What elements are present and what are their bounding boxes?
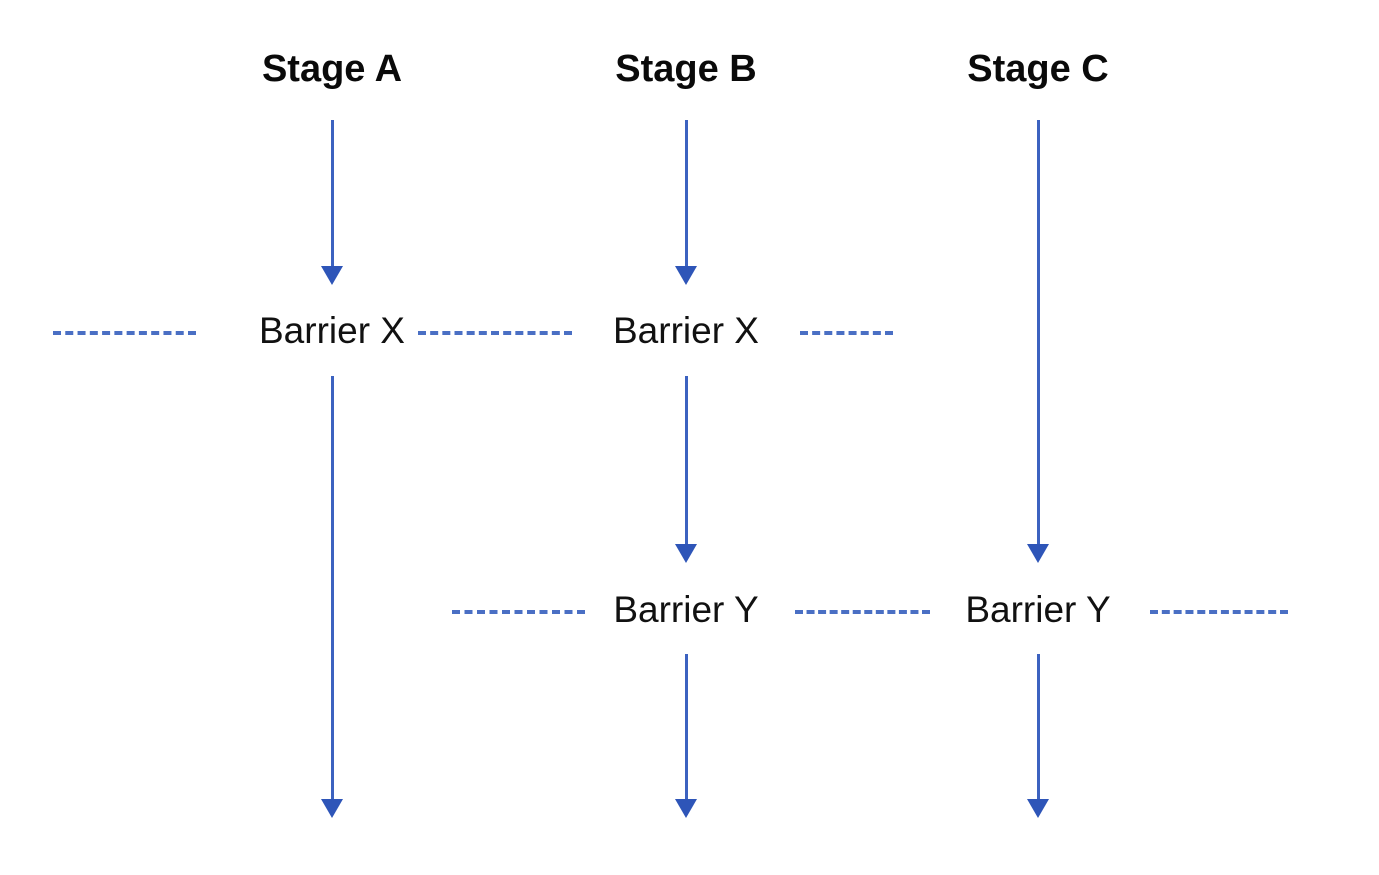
arrow-arrow-c-top xyxy=(1024,120,1052,563)
stage-header-stage-b: Stage B xyxy=(615,48,757,90)
arrow-arrow-a-top xyxy=(318,120,346,285)
arrow-shaft xyxy=(684,120,688,268)
arrow-arrow-c-bottom xyxy=(1024,654,1052,818)
barrier-label-barrier-y-c: Barrier Y xyxy=(959,589,1117,631)
arrowhead-icon xyxy=(1027,544,1049,563)
stage-header-stage-a: Stage A xyxy=(261,48,403,90)
arrowhead-icon xyxy=(321,799,343,818)
arrow-shaft xyxy=(330,120,334,268)
connector-dash-x-right xyxy=(800,331,893,335)
connector-dash-y-middle xyxy=(795,610,930,614)
arrowhead-icon xyxy=(675,266,697,285)
stage-header-stage-c: Stage C xyxy=(967,48,1109,90)
arrow-shaft xyxy=(330,376,334,801)
arrowhead-icon xyxy=(675,544,697,563)
connector-dash-y-left xyxy=(452,610,585,614)
barrier-label-barrier-x-b: Barrier X xyxy=(607,310,765,352)
arrow-shaft xyxy=(1036,654,1040,801)
arrow-arrow-b-mid xyxy=(672,376,700,563)
barrier-label-barrier-x-a: Barrier X xyxy=(253,310,411,352)
connector-dash-x-left xyxy=(53,331,196,335)
arrow-arrow-b-bottom xyxy=(672,654,700,818)
arrow-arrow-b-top xyxy=(672,120,700,285)
arrow-shaft xyxy=(684,654,688,801)
connector-dash-y-right xyxy=(1150,610,1288,614)
arrow-shaft xyxy=(684,376,688,546)
arrow-arrow-a-bottom xyxy=(318,376,346,818)
barrier-label-barrier-y-b: Barrier Y xyxy=(607,589,765,631)
arrowhead-icon xyxy=(1027,799,1049,818)
arrowhead-icon xyxy=(321,266,343,285)
arrow-shaft xyxy=(1036,120,1040,546)
connector-dash-x-middle xyxy=(418,331,572,335)
arrowhead-icon xyxy=(675,799,697,818)
